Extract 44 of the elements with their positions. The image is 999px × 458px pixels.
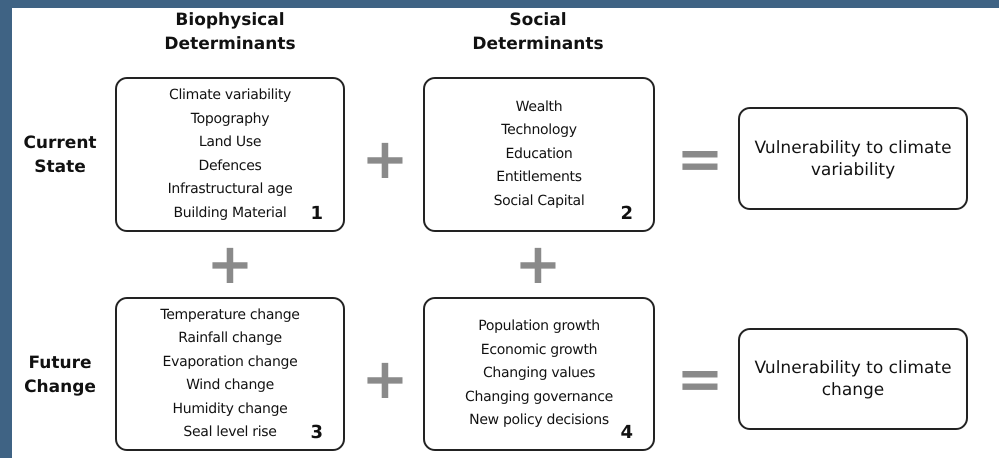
list-item: Humidity change xyxy=(172,400,288,418)
box-number: 2 xyxy=(620,203,633,224)
operator-sign: = xyxy=(676,352,724,408)
box-number: 3 xyxy=(310,422,323,443)
list-item: Topography xyxy=(190,110,270,128)
list-item: Infrastructural age xyxy=(168,180,292,199)
result-text: Vulnerability to climate change xyxy=(753,357,953,401)
list-item: Defences xyxy=(198,156,262,176)
list-item: Changing values xyxy=(482,364,596,384)
list-item: Evaporation change xyxy=(162,352,298,372)
list-item: Land Use xyxy=(198,133,262,152)
rounded-box xyxy=(115,77,345,232)
rounded-box xyxy=(738,107,968,210)
operator-sign: = xyxy=(676,132,724,188)
box-number: 1 xyxy=(310,203,323,224)
list-item: New policy decisions xyxy=(469,411,609,430)
list-item: Technology xyxy=(501,121,577,140)
list-item: Wind change xyxy=(186,376,274,395)
list-item: Temperature change xyxy=(160,306,300,324)
heading-text: Biophysical Determinants xyxy=(163,9,297,56)
box-number: 4 xyxy=(620,422,633,443)
list-item: Seal level rise xyxy=(183,423,277,442)
list-item: Building Material xyxy=(173,204,287,222)
list-item: Climate variability xyxy=(168,86,292,105)
heading-text: Social Determinants xyxy=(471,9,605,56)
operator-sign: + xyxy=(206,237,254,293)
rounded-box xyxy=(423,77,655,232)
operator-sign: + xyxy=(362,352,408,408)
list-item: Population growth xyxy=(478,317,600,336)
list-item: Education xyxy=(506,144,572,164)
rounded-box xyxy=(423,297,655,451)
result-text: Vulnerability to climate variability xyxy=(753,136,953,180)
heading-text: Current State xyxy=(22,132,98,179)
operator-sign: + xyxy=(362,132,408,188)
list-item: Wealth xyxy=(516,98,562,117)
heading-text: Future Change xyxy=(23,352,97,399)
list-item: Economic growth xyxy=(480,340,598,360)
rounded-box xyxy=(738,328,968,430)
list-item: Changing governance xyxy=(465,388,613,407)
list-item: Entitlements xyxy=(496,168,582,188)
list-item: Rainfall change xyxy=(178,329,282,348)
operator-sign: + xyxy=(514,237,562,293)
rounded-box xyxy=(115,297,345,451)
list-item: Social Capital xyxy=(494,192,584,211)
